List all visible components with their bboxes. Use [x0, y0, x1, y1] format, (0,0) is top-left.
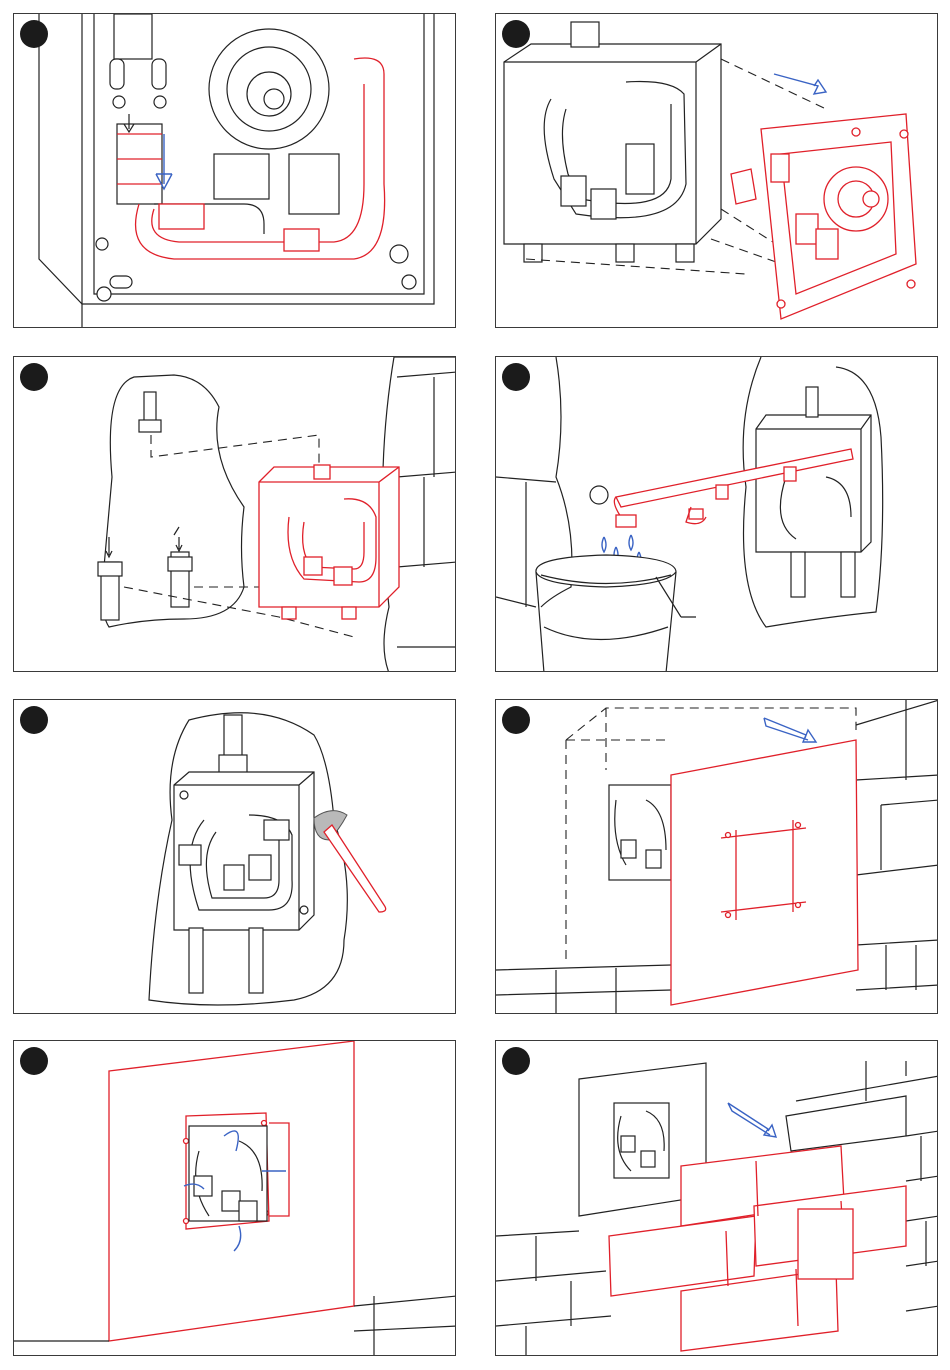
step-7-panel	[13, 1040, 456, 1356]
step-8-illustration	[496, 1041, 938, 1356]
step-8-panel	[495, 1040, 938, 1356]
step-4-illustration	[496, 357, 938, 672]
step-number-dot	[502, 706, 530, 734]
step-number-dot	[502, 363, 530, 391]
step-6-panel	[495, 699, 938, 1014]
step-number-dot	[502, 1047, 530, 1075]
step-7-illustration	[14, 1041, 456, 1356]
step-1-illustration	[14, 14, 456, 328]
step-5-panel	[13, 699, 456, 1014]
step-2-panel	[495, 13, 938, 328]
step-4-panel	[495, 356, 938, 672]
step-3-panel	[13, 356, 456, 672]
step-3-illustration	[14, 357, 456, 672]
step-1-panel	[13, 13, 456, 328]
step-2-illustration	[496, 14, 938, 328]
step-number-dot	[20, 363, 48, 391]
step-number-dot	[20, 706, 48, 734]
step-5-illustration	[14, 700, 456, 1014]
step-number-dot	[502, 20, 530, 48]
step-number-dot	[20, 1047, 48, 1075]
step-number-dot	[20, 20, 48, 48]
step-6-illustration	[496, 700, 938, 1014]
